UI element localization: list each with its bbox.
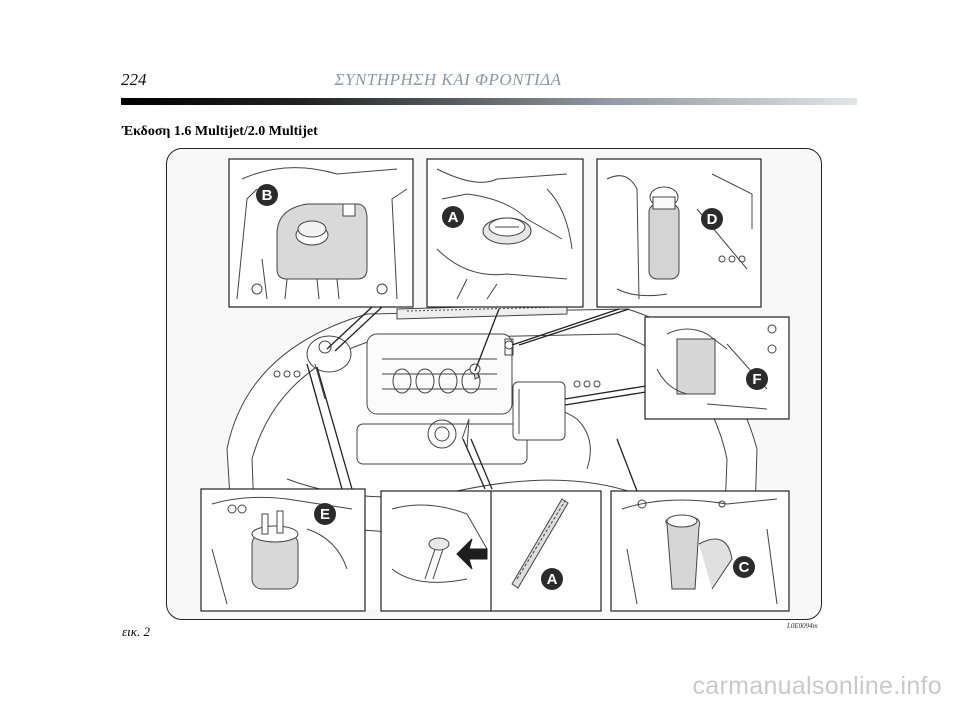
detail-panel-e: E bbox=[200, 488, 366, 612]
leader-lines bbox=[306, 306, 653, 492]
marker-a-bottom-label: A bbox=[547, 571, 558, 588]
site-watermark: carmanualsonline.info bbox=[692, 672, 942, 700]
marker-e-label: E bbox=[320, 506, 330, 523]
engine-illustration: B A bbox=[200, 158, 790, 612]
figure-caption: εικ. 2 bbox=[122, 624, 150, 639]
marker-b-label: B bbox=[262, 187, 273, 204]
detail-panel-a-top: A bbox=[426, 158, 584, 308]
detail-panel-c: C bbox=[610, 490, 790, 612]
marker-c-label: C bbox=[739, 559, 750, 576]
figure-code: L0E0094m bbox=[787, 622, 818, 630]
detail-panel-d: D bbox=[596, 158, 762, 308]
marker-f-label: F bbox=[752, 371, 761, 388]
marker-b bbox=[256, 184, 278, 206]
marker-d-label: D bbox=[707, 211, 718, 228]
marker-c bbox=[733, 556, 755, 578]
detail-panel-f: F bbox=[644, 316, 790, 420]
marker-a-top-label: A bbox=[448, 209, 459, 226]
marker-e bbox=[314, 503, 336, 525]
marker-a-top bbox=[442, 206, 464, 228]
marker-d bbox=[701, 208, 723, 230]
page-number: 224 bbox=[121, 70, 147, 89]
section-title: Έκδοση 1.6 Multijet/2.0 Multijet bbox=[122, 124, 318, 139]
detail-panel-a-bottom: A bbox=[380, 490, 602, 612]
section-heading: ΣΥΝΤΗΡΗΣΗ ΚΑΙ ΦΡΟΝΤΙΔΑ bbox=[334, 70, 562, 89]
marker-a-bottom bbox=[541, 568, 563, 590]
detail-panel-b: B bbox=[228, 158, 414, 308]
header-rule bbox=[121, 98, 857, 105]
engine-bay-figure: B A bbox=[166, 148, 822, 620]
marker-f bbox=[746, 368, 768, 390]
